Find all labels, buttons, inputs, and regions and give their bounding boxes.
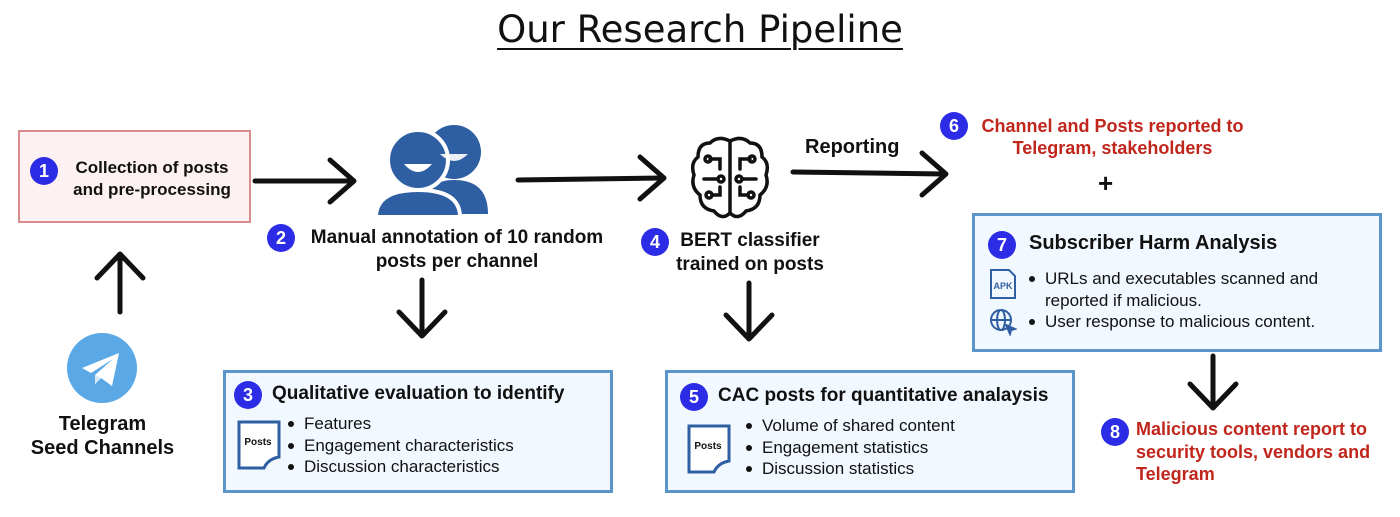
list-item-continuation: reported if malicious. bbox=[1045, 290, 1202, 310]
arrow-2-down bbox=[396, 309, 448, 339]
posts-document-icon: Posts bbox=[236, 419, 282, 471]
arrow-4-down bbox=[723, 312, 775, 342]
list-item: User response to malicious content. bbox=[1027, 311, 1377, 333]
people-icon bbox=[372, 122, 492, 219]
arrow-4-to-6 bbox=[919, 150, 949, 198]
step-3-box: 3 Qualitative evaluation to identify Pos… bbox=[223, 370, 613, 493]
arrow-telegram-up bbox=[94, 251, 146, 281]
list-item: Volume of shared content bbox=[744, 415, 1064, 437]
svg-text:APK: APK bbox=[993, 281, 1013, 291]
step-2-badge: 2 bbox=[267, 224, 295, 252]
plus-sign: + bbox=[1098, 168, 1114, 198]
step-7-list: URLs and executables scanned and reporte… bbox=[1027, 268, 1377, 333]
step-1-box: 1 Collection of posts and pre-processing bbox=[18, 130, 251, 223]
step-7-heading: Subscriber Harm Analysis bbox=[1029, 232, 1278, 254]
step-6-text: Channel and Posts reported to Telegram, … bbox=[981, 116, 1244, 158]
step-5-box: 5 CAC posts for quantitative analaysis P… bbox=[665, 370, 1075, 493]
apk-file-icon: APK bbox=[989, 268, 1017, 300]
list-item: Features bbox=[286, 413, 606, 435]
step-1-text: Collection of posts and pre-processing bbox=[73, 158, 231, 199]
step-8-text: Malicious content report to security too… bbox=[1136, 419, 1371, 484]
step-3-heading: Qualitative evaluation to identify bbox=[272, 383, 565, 404]
svg-text:Posts: Posts bbox=[244, 437, 272, 448]
list-item: URLs and executables scanned and bbox=[1027, 268, 1377, 290]
page-title: Our Research Pipeline bbox=[497, 8, 903, 51]
step-8-badge: 8 bbox=[1101, 418, 1129, 446]
step-3-badge: 3 bbox=[234, 381, 262, 409]
globe-cursor-icon bbox=[989, 308, 1019, 338]
posts-document-icon: Posts bbox=[686, 423, 732, 475]
list-item: Discussion statistics bbox=[744, 458, 1064, 480]
step-5-badge: 5 bbox=[680, 383, 708, 411]
reporting-label: Reporting bbox=[805, 136, 900, 158]
arrow-2-to-4 bbox=[637, 154, 667, 202]
step-3-list: Features Engagement characteristics Disc… bbox=[286, 413, 606, 478]
svg-text:Posts: Posts bbox=[694, 441, 722, 452]
step-4-badge: 4 bbox=[641, 228, 669, 256]
step-6-badge: 6 bbox=[940, 112, 968, 140]
list-item: Engagement characteristics bbox=[286, 435, 606, 457]
step-1-badge: 1 bbox=[30, 157, 58, 185]
brain-circuit-icon bbox=[688, 133, 772, 223]
telegram-icon bbox=[67, 333, 137, 403]
list-item: Discussion characteristics bbox=[286, 456, 606, 478]
telegram-seed-label: Telegram Seed Channels bbox=[30, 413, 175, 459]
step-7-box: 7 Subscriber Harm Analysis APK URLs and … bbox=[972, 213, 1382, 352]
step-4-text: BERT classifier trained on posts bbox=[676, 230, 824, 275]
step-5-list: Volume of shared content Engagement stat… bbox=[744, 415, 1064, 480]
step-2-text: Manual annotation of 10 random posts per… bbox=[310, 227, 604, 272]
arrow-7-down bbox=[1187, 381, 1239, 411]
list-item: Engagement statistics bbox=[744, 437, 1064, 459]
step-5-heading: CAC posts for quantitative analaysis bbox=[718, 385, 1049, 406]
step-7-badge: 7 bbox=[988, 231, 1016, 259]
